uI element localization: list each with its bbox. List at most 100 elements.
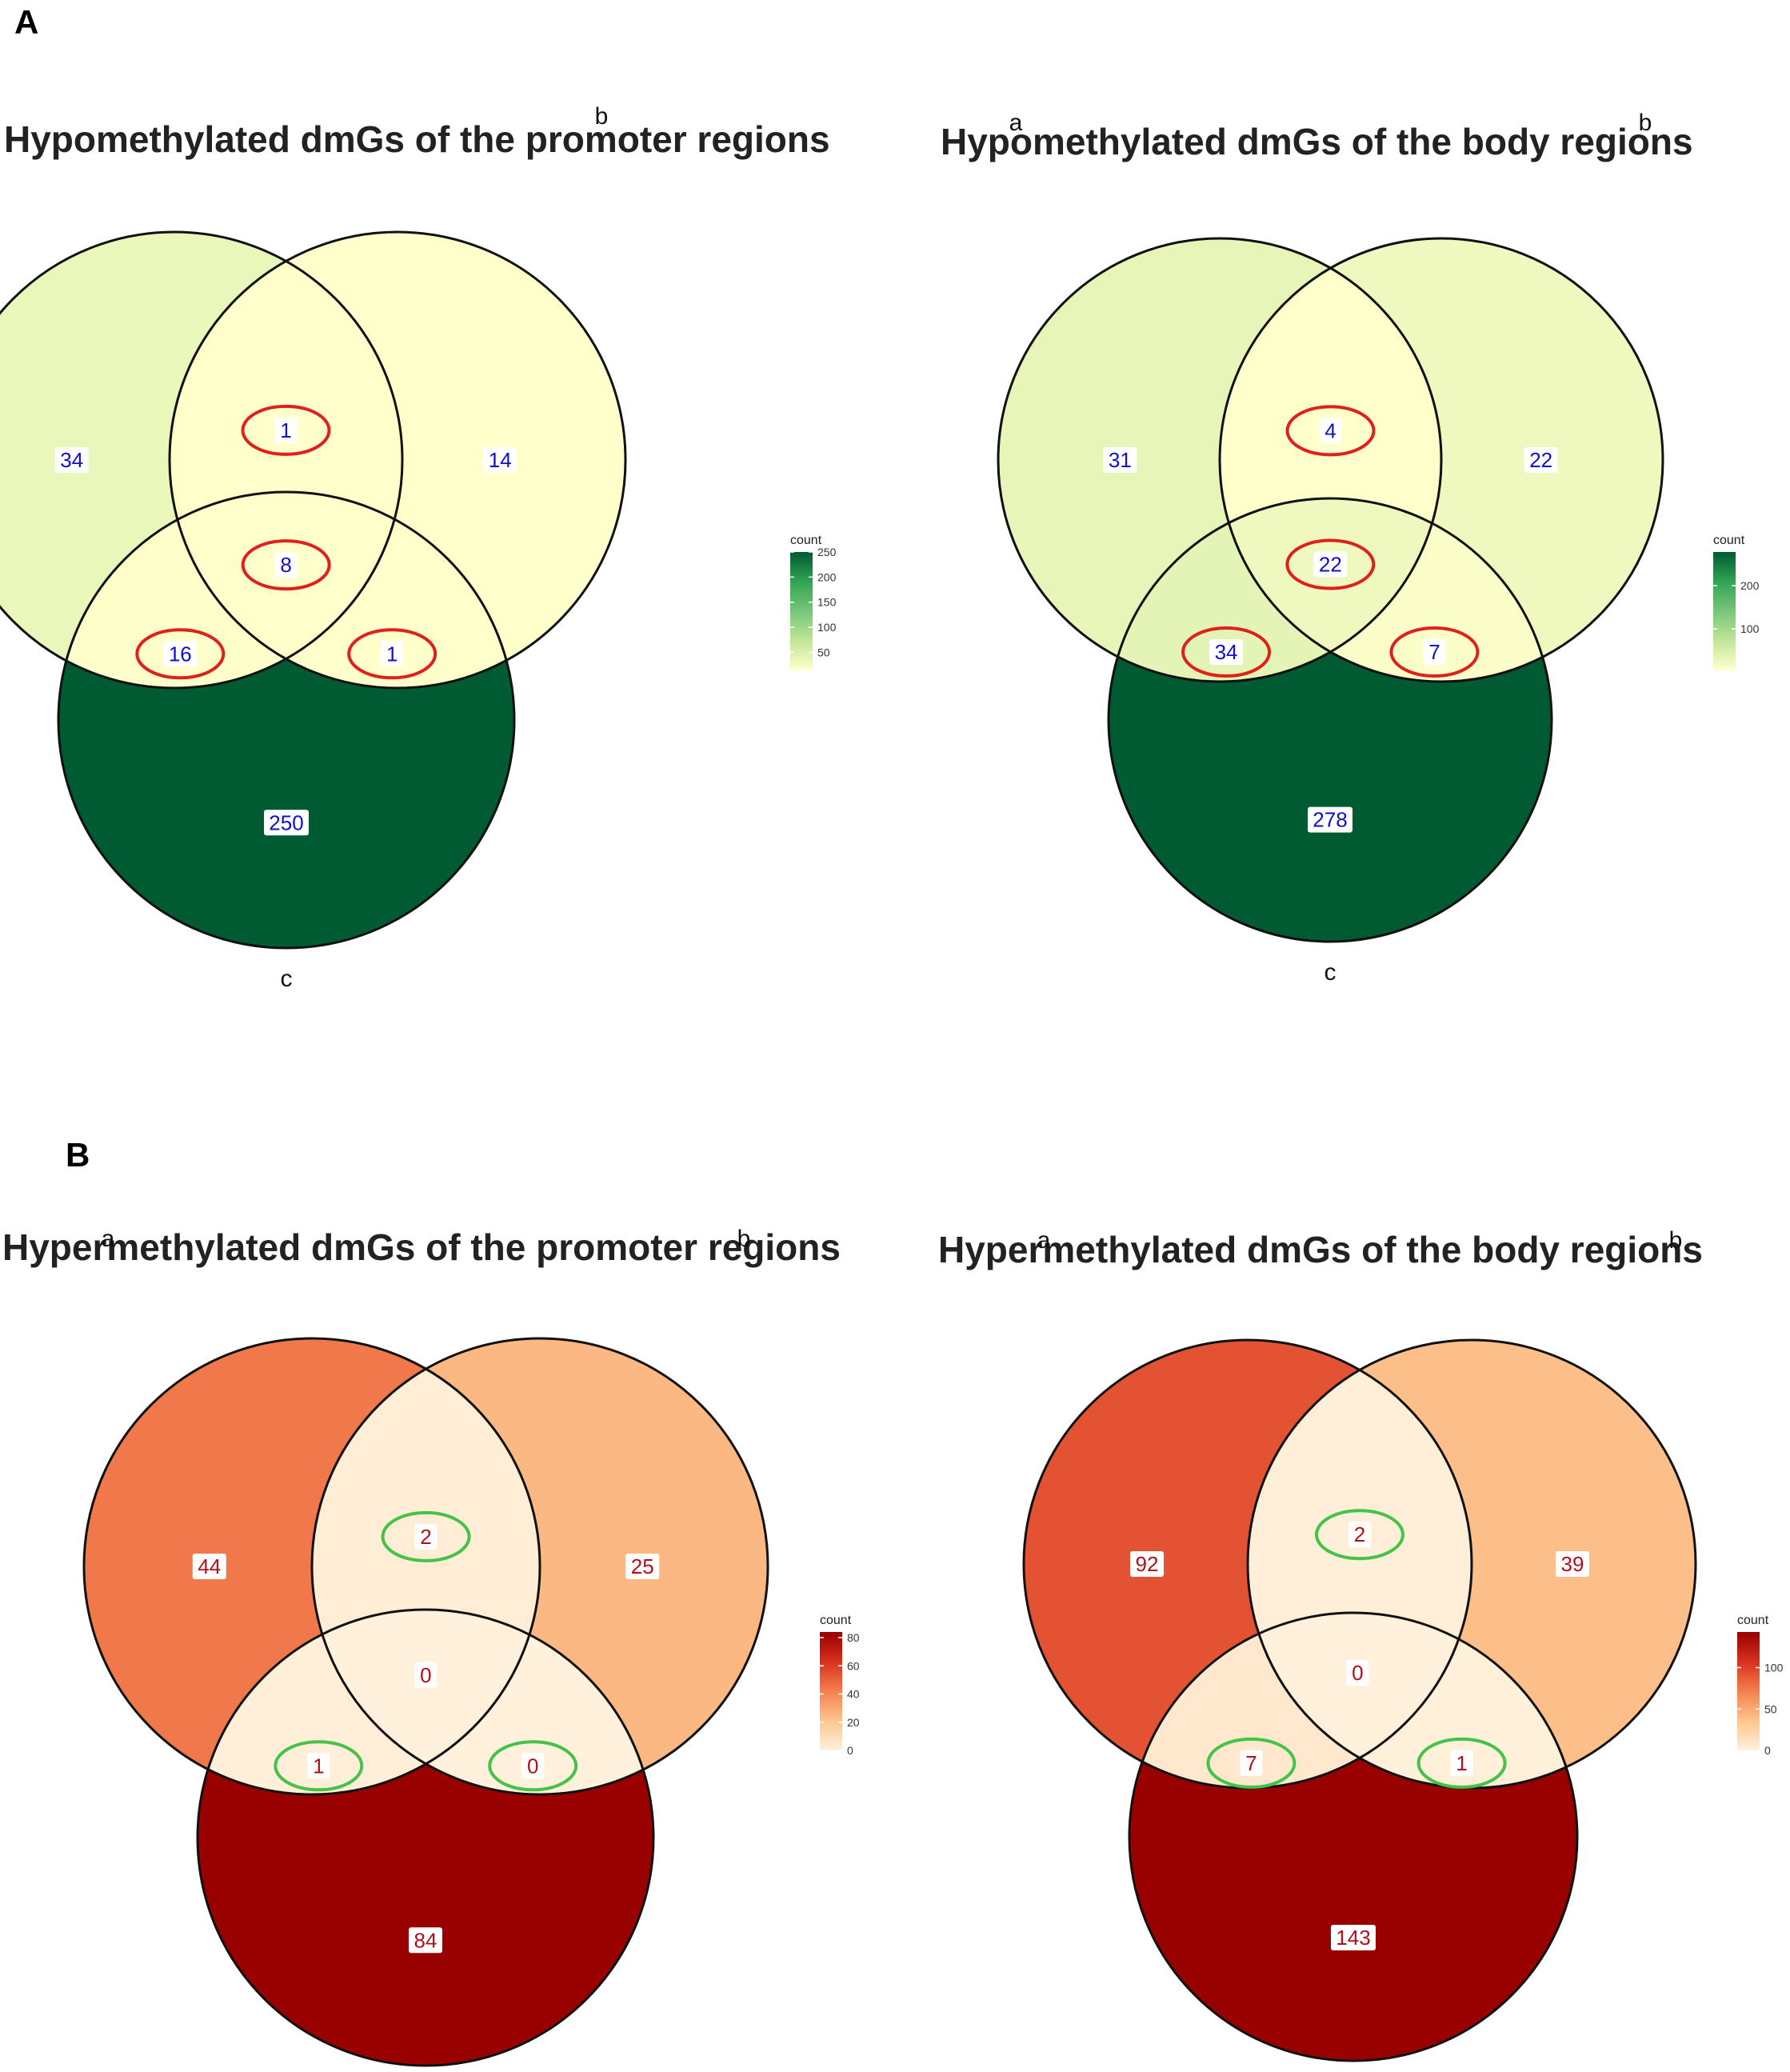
legend-tick-label: 80 — [847, 1631, 860, 1644]
set-label-a: a — [102, 1226, 115, 1252]
color-legend: count 0 20 40 60 80 — [820, 1614, 860, 1757]
count-label-bg — [1308, 806, 1352, 833]
venn-panel-2: Hypomethylated dmGs of the body regionsa… — [941, 110, 1760, 986]
legend-tick-label: 40 — [847, 1688, 860, 1701]
venn-panel-4: Hypermethylated dmGs of the body regions… — [938, 1227, 1784, 2062]
count-label-bg — [264, 810, 309, 836]
highlight-ellipse-bc — [1389, 626, 1480, 678]
count-label-bg — [1346, 1660, 1369, 1686]
count-label-a: 92 — [1136, 1552, 1159, 1576]
legend-tick-label: 100 — [817, 621, 837, 634]
count-label-ac: 34 — [1215, 640, 1238, 664]
count-label-abc: 0 — [1352, 1661, 1363, 1685]
legend-tick-label: 100 — [1740, 622, 1760, 635]
legend-tick-label: 20 — [847, 1716, 860, 1729]
legend-tick-label: 0 — [847, 1744, 853, 1757]
count-label-c: 84 — [414, 1928, 438, 1952]
venn-panel-1: Hypomethylated dmGs of the promoter regi… — [0, 103, 837, 992]
venn-title: Hypermethylated dmGs of the body regions — [938, 1229, 1703, 1270]
count-label-bg — [54, 447, 89, 473]
legend-tick-label: 60 — [847, 1659, 860, 1672]
count-label-ab: 1 — [280, 418, 291, 442]
count-label-ac: 16 — [169, 642, 192, 666]
legend-tick-label: 200 — [817, 570, 837, 583]
venn-circle-c — [1107, 497, 1553, 943]
count-label-bg — [1319, 418, 1342, 444]
count-label-c: 143 — [1336, 1926, 1370, 1950]
count-label-a: 34 — [60, 448, 83, 472]
count-label-bg — [1524, 447, 1558, 473]
count-label-c: 278 — [1313, 808, 1347, 832]
legend-colorbar — [790, 552, 813, 670]
count-label-bg — [381, 641, 404, 667]
venn-circle-c — [1128, 1611, 1579, 2062]
count-label-bg — [1313, 551, 1348, 578]
legend-tick-label: 150 — [817, 596, 837, 609]
legend-tick-label: 50 — [817, 646, 830, 658]
count-label-b: 22 — [1529, 448, 1552, 472]
legend-title: count — [820, 1614, 852, 1627]
count-label-a: 31 — [1109, 448, 1132, 472]
count-label-bg — [192, 1554, 226, 1579]
legend-tick-label: 250 — [817, 546, 837, 558]
highlight-ellipse-ac — [135, 628, 226, 680]
set-label-b: b — [737, 1226, 751, 1252]
count-label-bg — [1209, 639, 1244, 666]
venn-title: Hypomethylated dmGs of the body regions — [941, 121, 1693, 162]
count-label-bc: 1 — [1456, 1751, 1467, 1775]
legend-tick-label: 100 — [1764, 1662, 1784, 1674]
highlight-ellipse-bc — [488, 1740, 578, 1792]
count-label-bg — [1556, 1551, 1589, 1577]
count-label-bg — [1423, 639, 1446, 666]
count-label-ab: 4 — [1325, 418, 1336, 442]
set-label-b: b — [1669, 1227, 1683, 1254]
venn-circle-a — [0, 230, 404, 690]
set-label-b: b — [595, 103, 609, 130]
count-label-bg — [521, 1753, 545, 1779]
venn-circle-b — [310, 1337, 769, 1796]
venn-circle-b — [168, 230, 627, 690]
count-label-bg — [625, 1554, 660, 1579]
count-label-bg — [1240, 1750, 1263, 1776]
count-label-bg — [409, 1927, 442, 1954]
count-label-bg — [274, 552, 298, 578]
venn-circle-a — [82, 1337, 541, 1796]
highlight-ellipse-ac — [1206, 1737, 1297, 1789]
count-label-bc: 1 — [386, 642, 398, 666]
highlight-ellipse-abc — [241, 539, 331, 591]
venn-region-fills — [84, 1338, 768, 2066]
count-label-bg — [163, 641, 198, 667]
highlight-ellipse-ab — [241, 404, 331, 456]
venn-circle-c — [196, 1608, 655, 2067]
legend-tick-label: 0 — [1764, 1744, 1771, 1757]
count-label-abc: 8 — [280, 553, 291, 577]
count-label-b: 25 — [631, 1554, 654, 1578]
count-label-bg — [414, 1523, 438, 1550]
count-label-b: 14 — [489, 448, 512, 472]
count-label-bg — [1130, 1551, 1164, 1577]
count-label-ac: 1 — [313, 1754, 324, 1778]
panel-letter-a: A — [14, 3, 38, 41]
venn-panel-3: Hypermethylated dmGs of the promoter reg… — [2, 1226, 860, 2067]
legend-title: count — [790, 534, 822, 547]
count-label-bc: 7 — [1428, 640, 1440, 664]
highlight-ellipse-bc — [1416, 1737, 1507, 1789]
highlight-ellipse-bc — [347, 628, 438, 680]
count-label-bc: 0 — [527, 1754, 538, 1778]
set-label-c: c — [1325, 959, 1337, 986]
panel-letter-b: B — [66, 1136, 90, 1174]
venn-region-fills — [1024, 1340, 1696, 2061]
highlight-ellipse-abc — [1285, 538, 1376, 590]
venn-circle-b — [1218, 237, 1664, 683]
legend-title: count — [1737, 1614, 1769, 1627]
set-label-c: c — [281, 966, 293, 992]
set-label-a: a — [1037, 1227, 1051, 1254]
highlight-ellipse-ab — [381, 1510, 471, 1562]
set-label-b: b — [1639, 110, 1652, 136]
